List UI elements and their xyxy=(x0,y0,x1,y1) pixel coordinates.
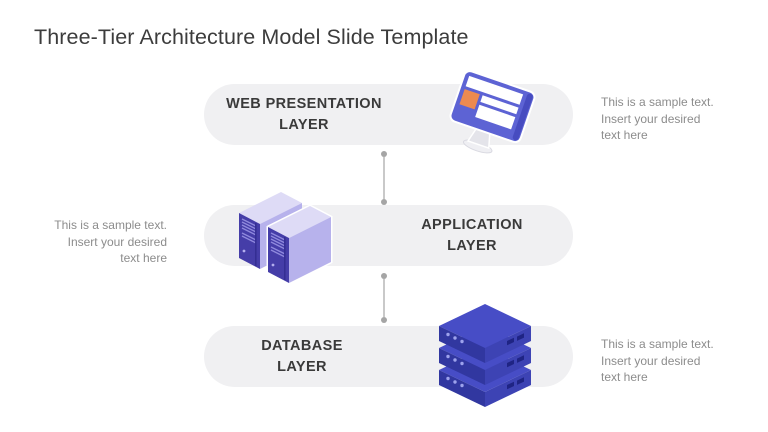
tier-label-database: DATABASE LAYER xyxy=(207,336,397,377)
slide-title: Three-Tier Architecture Model Slide Temp… xyxy=(34,25,469,49)
sample-text-line: This is a sample text. xyxy=(601,337,714,351)
sample-text-left-of-application: This is a sample text. Insert your desir… xyxy=(42,217,167,267)
tier-label-application: APPLICATION LAYER xyxy=(377,215,567,256)
tier-label-line: DATABASE xyxy=(261,338,343,354)
desktop-monitor-icon xyxy=(449,70,536,154)
sample-text-line: Insert your desired xyxy=(601,111,701,126)
tier-label-line: LAYER xyxy=(279,116,329,133)
sample-text-line: This is a sample text. xyxy=(54,218,167,232)
connector-line xyxy=(383,157,385,199)
sample-text-line: text here xyxy=(601,128,648,142)
connector-application-to-database xyxy=(380,273,388,323)
sample-text-line: text here xyxy=(120,251,167,265)
sample-text-line: Insert your desired xyxy=(67,234,167,249)
connector-dot xyxy=(381,317,387,323)
sample-text-line: Insert your desired xyxy=(601,353,701,368)
tier-label-line: LAYER xyxy=(447,237,497,254)
sample-text-right-of-database: This is a sample text. Insert your desir… xyxy=(601,336,726,386)
connector-dot xyxy=(381,273,387,279)
database-stack-icon xyxy=(439,304,531,407)
sample-text-line: This is a sample text. xyxy=(601,95,714,109)
connector-dot xyxy=(381,199,387,205)
connector-dot xyxy=(381,151,387,157)
connector-web-to-application xyxy=(380,151,388,205)
tier-label-line: WEB PRESENTATION xyxy=(226,96,382,112)
server-towers-icon xyxy=(239,192,333,285)
connector-line xyxy=(383,279,385,317)
sample-text-line: text here xyxy=(601,370,648,384)
tier-label-line: APPLICATION xyxy=(421,217,523,233)
sample-text-right-of-web: This is a sample text. Insert your desir… xyxy=(601,94,726,144)
tier-label-web-presentation: WEB PRESENTATION LAYER xyxy=(209,94,399,135)
tier-label-line: LAYER xyxy=(277,358,327,375)
